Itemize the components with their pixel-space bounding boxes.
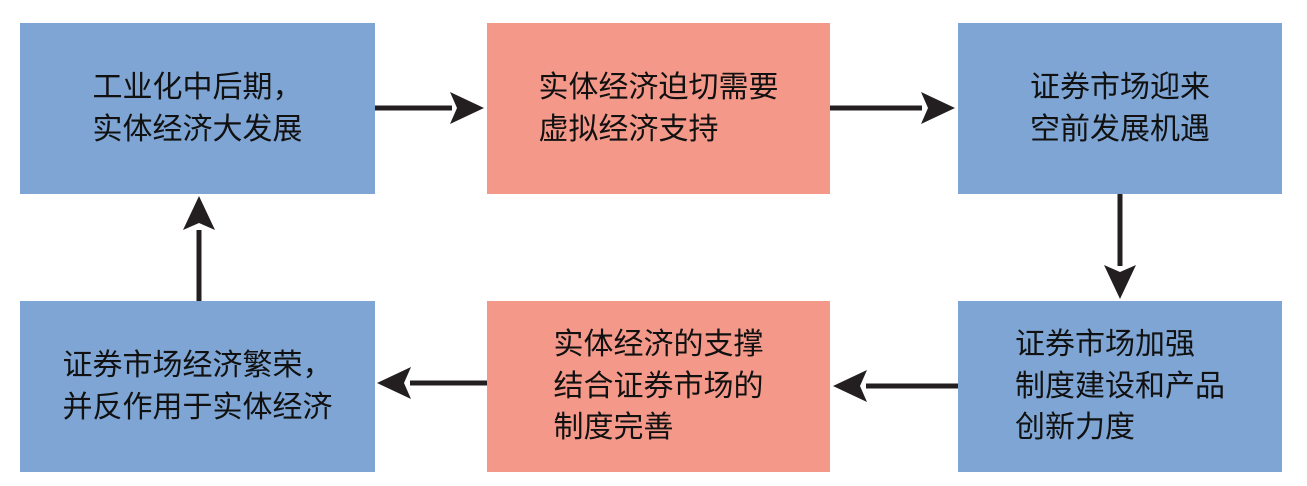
- arrow-right-top-2: [830, 92, 955, 124]
- box-securities-opportunity-text: 证券市场迎来 空前发展机遇: [1030, 70, 1210, 147]
- arrow-left-bottom-2: [377, 367, 487, 399]
- arrow-down-right: [1104, 194, 1136, 299]
- box-virtual-economy-support-text: 实体经济迫切需要 虚拟经济支持: [538, 70, 779, 147]
- box-securities-innovation: 证券市场加强 制度建设和产品 创新力度: [958, 301, 1282, 472]
- arrow-left-bottom-1: [833, 370, 958, 402]
- box-securities-opportunity: 证券市场迎来 空前发展机遇: [958, 23, 1282, 194]
- box-industrialization: 工业化中后期， 实体经济大发展: [20, 23, 375, 194]
- arrow-up-left: [183, 196, 215, 301]
- box-industrialization-text: 工业化中后期， 实体经济大发展: [92, 70, 303, 147]
- box-virtual-economy-support: 实体经济迫切需要 虚拟经济支持: [487, 23, 830, 194]
- box-securities-prosperity-text: 证券市场经济繁荣， 并反作用于实体经济: [62, 348, 333, 425]
- box-system-improvement-text: 实体经济的支撑 结合证券市场的 制度完善: [553, 327, 764, 446]
- box-securities-prosperity: 证券市场经济繁荣， 并反作用于实体经济: [20, 301, 375, 472]
- box-securities-innovation-text: 证券市场加强 制度建设和产品 创新力度: [1015, 327, 1225, 446]
- box-system-improvement: 实体经济的支撑 结合证券市场的 制度完善: [487, 301, 830, 472]
- arrow-right-top-1: [375, 92, 484, 124]
